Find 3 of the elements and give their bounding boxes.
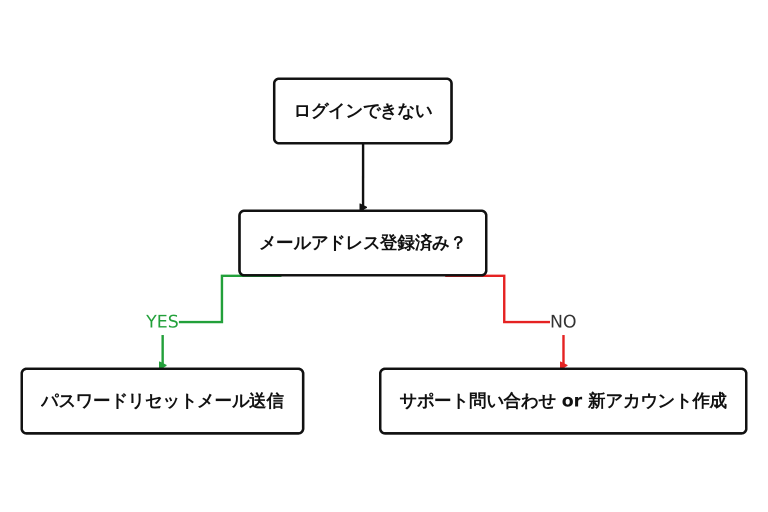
edge-label: NO: [550, 312, 577, 332]
arrow: [359, 142, 368, 212]
edge-label: YES: [146, 312, 179, 332]
